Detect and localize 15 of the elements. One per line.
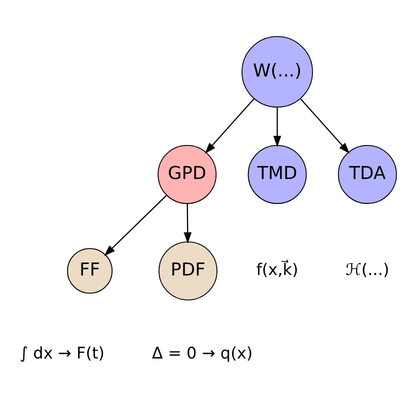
node-label: ℋ(...) bbox=[346, 260, 390, 279]
arrow bbox=[184, 204, 192, 244]
node-circle: GPD bbox=[158, 145, 217, 204]
node-label: Δ = 0 → q(x) bbox=[152, 343, 253, 362]
arrow bbox=[300, 98, 350, 154]
arrow bbox=[273, 107, 282, 148]
node-circle: W(...) bbox=[242, 36, 313, 108]
node-circle: PDF bbox=[158, 241, 218, 300]
node-circle: TDA bbox=[338, 145, 397, 204]
arrow bbox=[204, 98, 254, 154]
node-label: f(x,k⃗) bbox=[256, 260, 298, 279]
node-circle: FF bbox=[67, 248, 113, 294]
node-label: ∫ dx → F(t) bbox=[20, 343, 105, 362]
arrow bbox=[104, 194, 168, 256]
node-circle: TMD bbox=[248, 145, 307, 204]
